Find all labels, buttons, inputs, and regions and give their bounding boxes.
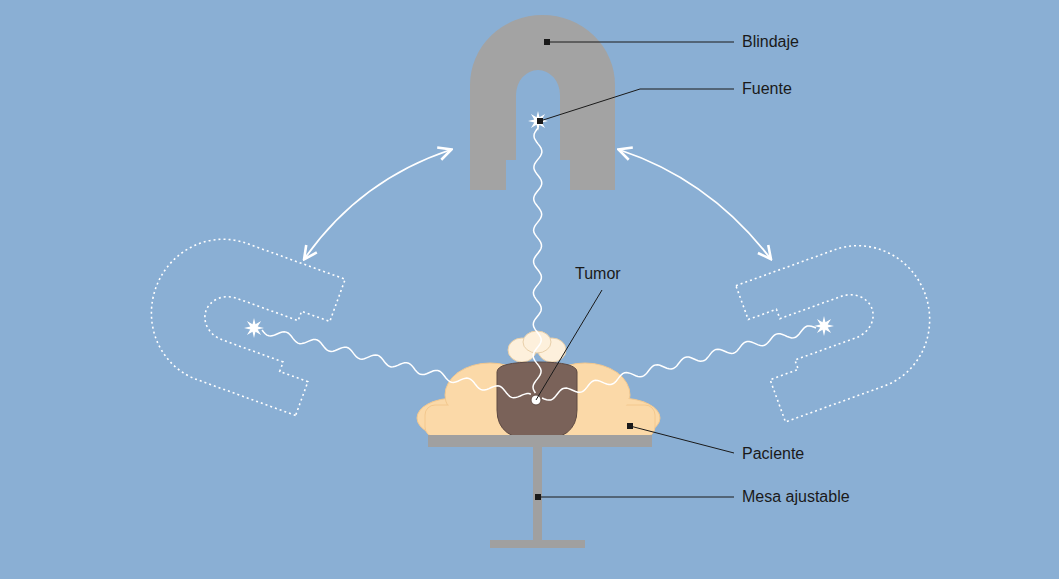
radiation-beams: [262, 128, 816, 400]
part-label: Mesa ajustable: [742, 488, 850, 506]
rotation-arrow: [620, 150, 770, 258]
source-star: [814, 316, 834, 336]
leader-lines: [535, 39, 734, 500]
radiation-beam: [262, 330, 531, 398]
rotation-arrow: [305, 150, 450, 258]
patient-head: [497, 362, 577, 440]
source-symbols: [244, 111, 834, 338]
part-label: Tumor: [575, 265, 621, 283]
part-label: Paciente: [742, 445, 804, 463]
part-label: Blindaje: [742, 33, 799, 51]
radiation-beam: [533, 128, 542, 393]
table-top: [428, 435, 652, 447]
table-leg: [533, 440, 542, 542]
patient-head-top: [508, 331, 566, 362]
table-foot: [490, 540, 585, 548]
source-star: [528, 111, 548, 131]
part-label: Fuente: [742, 80, 792, 98]
shield-left-position: [131, 219, 345, 415]
source-star: [244, 318, 264, 338]
shield: [470, 15, 615, 190]
radiation-beam: [542, 326, 816, 400]
